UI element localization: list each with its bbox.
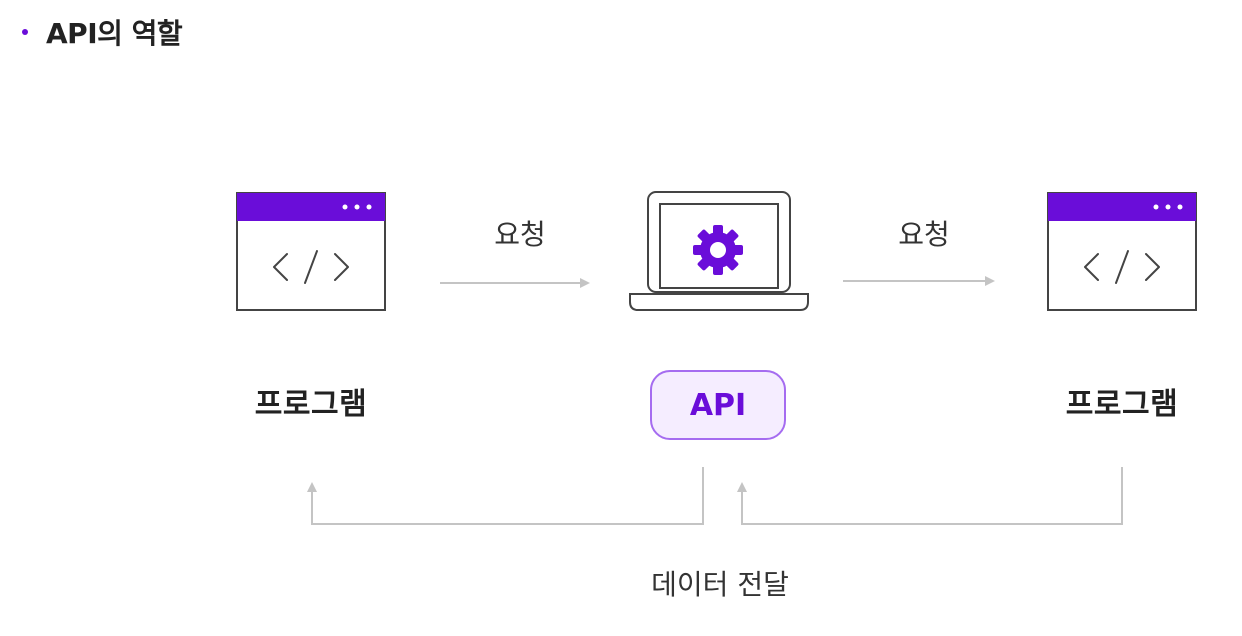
- code-icon: [273, 250, 349, 284]
- right-program-icon: [1047, 192, 1197, 311]
- right-program-label: 프로그램: [1065, 387, 1179, 422]
- left-program-icon: [236, 192, 386, 311]
- return-arrow-to-left-program: [307, 467, 704, 525]
- left-program-label: 프로그램: [254, 387, 368, 422]
- data-transfer-label: 데이터 전달: [651, 568, 789, 601]
- return-arrow-to-api: [737, 467, 1123, 525]
- section-title: API의 역할: [22, 12, 183, 52]
- code-icon: [1084, 250, 1160, 284]
- gear-icon: [693, 225, 743, 275]
- request-label-left: 요청: [494, 218, 546, 251]
- bullet-icon: [22, 29, 28, 35]
- laptop-icon: [629, 191, 809, 311]
- section-title-text: API의 역할: [46, 17, 183, 50]
- api-label: API: [689, 387, 747, 423]
- api-badge: API: [650, 370, 786, 440]
- request-label-right: 요청: [898, 218, 950, 251]
